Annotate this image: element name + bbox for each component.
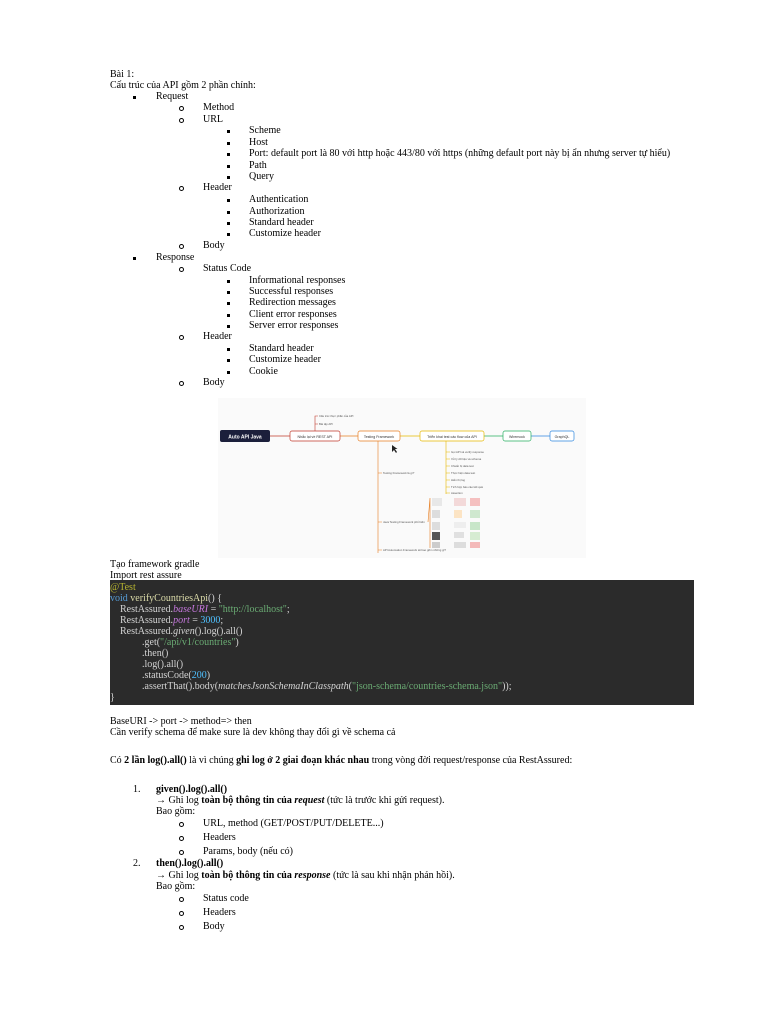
svg-text:Testing Framework là gì?: Testing Framework là gì?	[383, 471, 415, 475]
code-line-8: .log().all()	[142, 659, 184, 670]
numbered-includes: Bao gồm:	[156, 806, 196, 817]
resp-header-item: Customize header	[249, 354, 321, 365]
code-block: @Test void verifyCountriesApi() { RestAs…	[110, 580, 694, 705]
svg-text:Xử lý dữ liệu và schema: Xử lý dữ liệu và schema	[451, 457, 482, 461]
request-body: Body	[203, 240, 225, 251]
mindmap-root	[220, 430, 270, 442]
numbered-item: URL, method (GET/POST/PUT/DELETE...)	[203, 818, 384, 829]
svg-text:Java Testing Framework phổ biế: Java Testing Framework phổ biến	[383, 520, 425, 524]
header-item: Authentication	[249, 194, 309, 205]
svg-text:Wiremock: Wiremock	[509, 435, 525, 439]
header-item: Standard header	[249, 217, 314, 228]
code-line-1: @Test	[110, 582, 136, 593]
code-line-6: .get("/api/v1/countries")	[142, 637, 239, 648]
doc-title: Bài 1:	[110, 69, 135, 80]
list-number: 1.	[133, 784, 141, 795]
svg-text:Cấu trúc thực phần của API: Cấu trúc thực phần của API	[319, 414, 354, 418]
numbered-item: Headers	[203, 907, 236, 918]
code-line-9: .statusCode(200)	[142, 670, 211, 681]
svg-text:API Automation Framework sẽ ba: API Automation Framework sẽ bao gồm nhữn…	[383, 548, 446, 552]
explain-paragraph: Có 2 lần log().all() là vì chúng ghi log…	[110, 755, 573, 766]
status-item: Redirection messages	[249, 297, 336, 308]
cursor-icon	[392, 445, 398, 453]
code-line-4: RestAssured.port = 3000;	[120, 615, 224, 626]
url-item: Path	[249, 160, 267, 171]
request-method: Method	[203, 102, 235, 113]
after-code-line: BaseURI -> port -> method=> then	[110, 716, 252, 727]
url-item: Port: default port là 80 với http hoặc 4…	[249, 148, 671, 159]
response-body: Body	[203, 377, 225, 388]
numbered-item: Headers	[203, 832, 236, 843]
svg-text:GraphQL: GraphQL	[555, 435, 570, 439]
numbered-includes: Bao gồm:	[156, 881, 196, 892]
numbered-item: Params, body (nếu có)	[203, 846, 293, 857]
doc-intro: Cấu trúc của API gồm 2 phần chính:	[110, 80, 256, 91]
resp-header-item: Standard header	[249, 343, 314, 354]
svg-text:Testing Framework: Testing Framework	[364, 435, 395, 439]
code-line-5: RestAssured.given().log().all()	[120, 626, 243, 637]
svg-text:Triển khai test các flow của A: Triển khai test các flow của API	[427, 435, 477, 439]
after-image-line: Import rest assure	[110, 570, 182, 581]
request-label: Request	[156, 91, 189, 102]
after-image-line: Tạo framework gradle	[110, 559, 200, 570]
request-url: URL	[203, 114, 223, 125]
request-header: Header	[203, 182, 232, 193]
code-line-7: .then()	[142, 648, 169, 659]
header-item: Authorization	[249, 206, 305, 217]
svg-text:Auto API Java: Auto API Java	[228, 435, 262, 441]
svg-text:Bài tập API: Bài tập API	[319, 422, 333, 426]
status-item: Informational responses	[249, 275, 346, 286]
code-line-3: RestAssured.baseURI = "http://localhost"…	[120, 604, 290, 615]
svg-text:Chuẩn bị data test: Chuẩn bị data test	[451, 464, 474, 468]
status-item: Client error responses	[249, 309, 337, 320]
svg-text:Thực hiện data test: Thực hiện data test	[451, 471, 475, 475]
numbered-title: given().log().all()	[156, 784, 228, 795]
numbered-title: then().log().all()	[156, 858, 224, 869]
code-line-10: .assertThat().body(matchesJsonSchemaInCl…	[142, 681, 512, 692]
svg-text:Assertion: Assertion	[451, 491, 463, 495]
url-item: Query	[249, 171, 274, 182]
response-status: Status Code	[203, 263, 252, 274]
url-item: Host	[249, 137, 268, 148]
response-label: Response	[156, 252, 195, 263]
response-header: Header	[203, 331, 232, 342]
numbered-item: Body	[203, 921, 225, 932]
svg-text:Tích hợp báo cáo kết quả: Tích hợp báo cáo kết quả	[451, 485, 483, 489]
numbered-item: Status code	[203, 893, 249, 904]
status-item: Successful responses	[249, 286, 334, 297]
framework-logos-grid	[432, 498, 480, 548]
svg-text:Hiển thị log: Hiển thị log	[451, 478, 465, 482]
status-item: Server error responses	[249, 320, 339, 331]
url-item: Scheme	[249, 125, 281, 136]
svg-text:Nhắc lại về REST API: Nhắc lại về REST API	[298, 434, 333, 439]
code-line-11: }	[110, 692, 115, 703]
numbered-desc: → Ghi log toàn bộ thông tin của response…	[156, 870, 455, 881]
mindmap-image: Auto API Java Nhắc lại về REST API Testi…	[218, 398, 586, 558]
numbered-desc: → Ghi log toàn bộ thông tin của request …	[156, 795, 445, 806]
svg-text:Gọi API và verify response: Gọi API và verify response	[451, 450, 484, 454]
header-item: Customize header	[249, 228, 321, 239]
after-code-line: Cần verify schema để make sure là dev kh…	[110, 727, 396, 738]
resp-header-item: Cookie	[249, 366, 278, 377]
list-number: 2.	[133, 858, 141, 869]
code-line-2: void verifyCountriesApi() {	[110, 593, 223, 604]
